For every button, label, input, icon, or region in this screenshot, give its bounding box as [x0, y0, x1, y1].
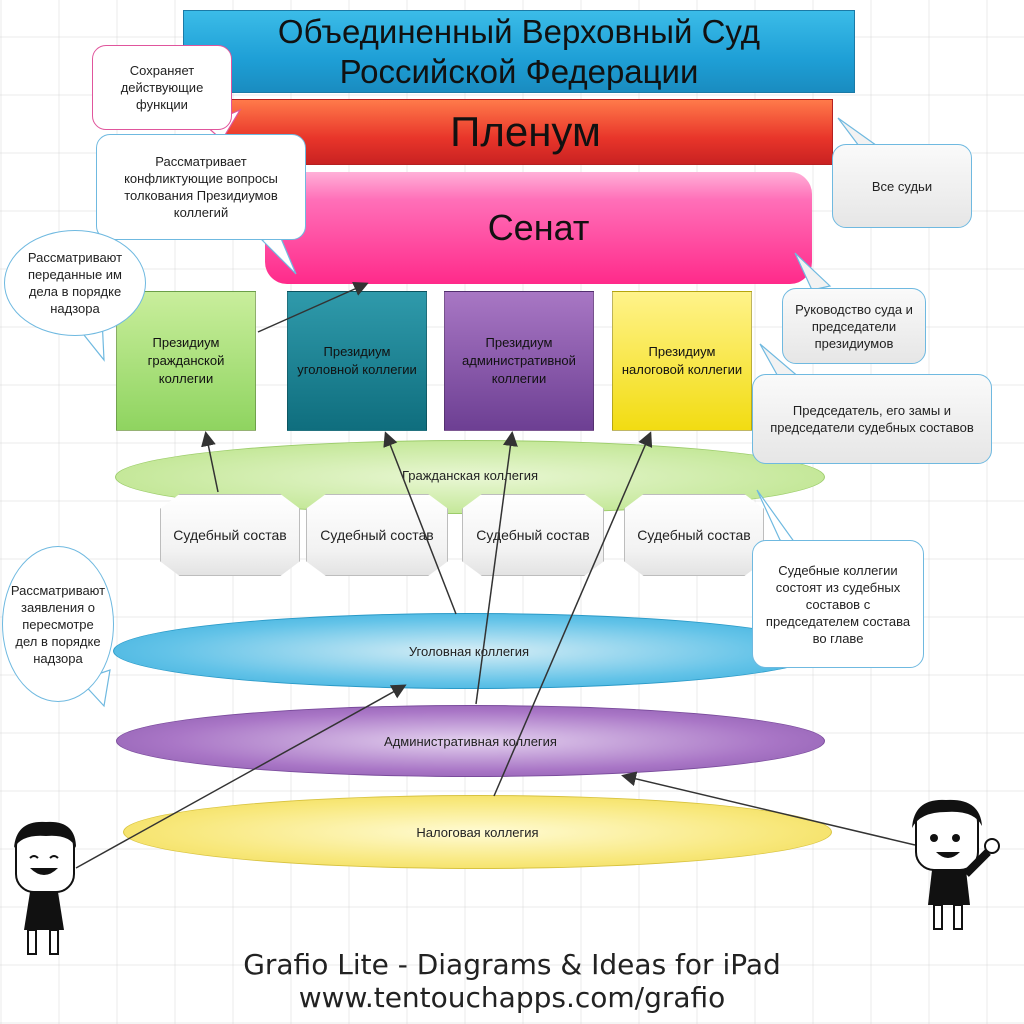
plenum-block: Пленум: [218, 99, 833, 165]
presidium-criminal: Президиум уголовной коллегии: [287, 291, 427, 431]
bubble-all-judges: Все судьи: [832, 144, 972, 228]
sostav-2: Судебный состав: [306, 494, 448, 576]
title-line-1: Объединенный Верховный Суд: [277, 12, 761, 50]
bubble-chairman: Председатель, его замы и председатели су…: [752, 374, 992, 464]
bubble-keeps-functions: Сохраняет действующие функции: [92, 45, 232, 130]
college-administrative-label: Административная коллегия: [384, 733, 557, 749]
bubble-review-applications: Рассматривают заявления о пересмотре дел…: [2, 546, 114, 702]
title-line-2: Российской Федерации: [339, 52, 699, 90]
bubble-conflict-questions: Рассматривает конфликтующие вопросы толк…: [96, 134, 306, 240]
presidium-civil: Президиум гражданской коллегии: [116, 291, 256, 431]
sostav-4: Судебный состав: [624, 494, 764, 576]
person-right-icon: [912, 799, 1000, 930]
college-administrative: Административная коллегия: [116, 705, 825, 777]
arrow-presidium-to-senate: [257, 282, 369, 333]
tail-leadership: [794, 252, 832, 291]
arrow-criminal-to-presidium: [383, 431, 457, 615]
footer-url[interactable]: www.tentouchapps.com/grafio: [298, 981, 726, 1014]
footer-app-name: Grafio Lite - Diagrams & Ideas for iPad: [243, 948, 781, 981]
presidium-administrative: Президиум административной коллегии: [444, 291, 594, 431]
arrow-adm-to-presidium: [475, 431, 518, 705]
arrow-person-right: [621, 771, 916, 846]
college-tax-label: Налоговая коллегия: [416, 824, 539, 840]
sostav-3: Судебный состав: [462, 494, 604, 576]
sostav-1: Судебный состав: [160, 494, 300, 576]
supreme-court-title: Объединенный Верховный Суд Российской Фе…: [183, 10, 855, 93]
college-criminal-label: Уголовная коллегия: [408, 643, 530, 659]
bubble-leadership: Руководство суда и председатели президиу…: [782, 288, 926, 364]
arrow-tax-to-presidium: [493, 431, 653, 797]
college-civil-label: Гражданская коллегия: [401, 467, 539, 483]
tail-conflict: [260, 235, 297, 275]
arrow-person-left: [75, 684, 407, 869]
college-criminal: Уголовная коллегия: [113, 613, 825, 689]
person-left-icon: [14, 821, 76, 955]
college-tax: Налоговая коллегия: [123, 795, 832, 869]
presidium-tax: Президиум налоговой коллегии: [612, 291, 752, 431]
arrow-civil-to-presidium: [201, 431, 219, 493]
bubble-review-supervision: Рассматривают переданные им дела в поряд…: [4, 230, 146, 336]
senate-block: Сенат: [265, 172, 812, 284]
bubble-colleges-consist: Судебные коллегии состоят из судебных со…: [752, 540, 924, 668]
